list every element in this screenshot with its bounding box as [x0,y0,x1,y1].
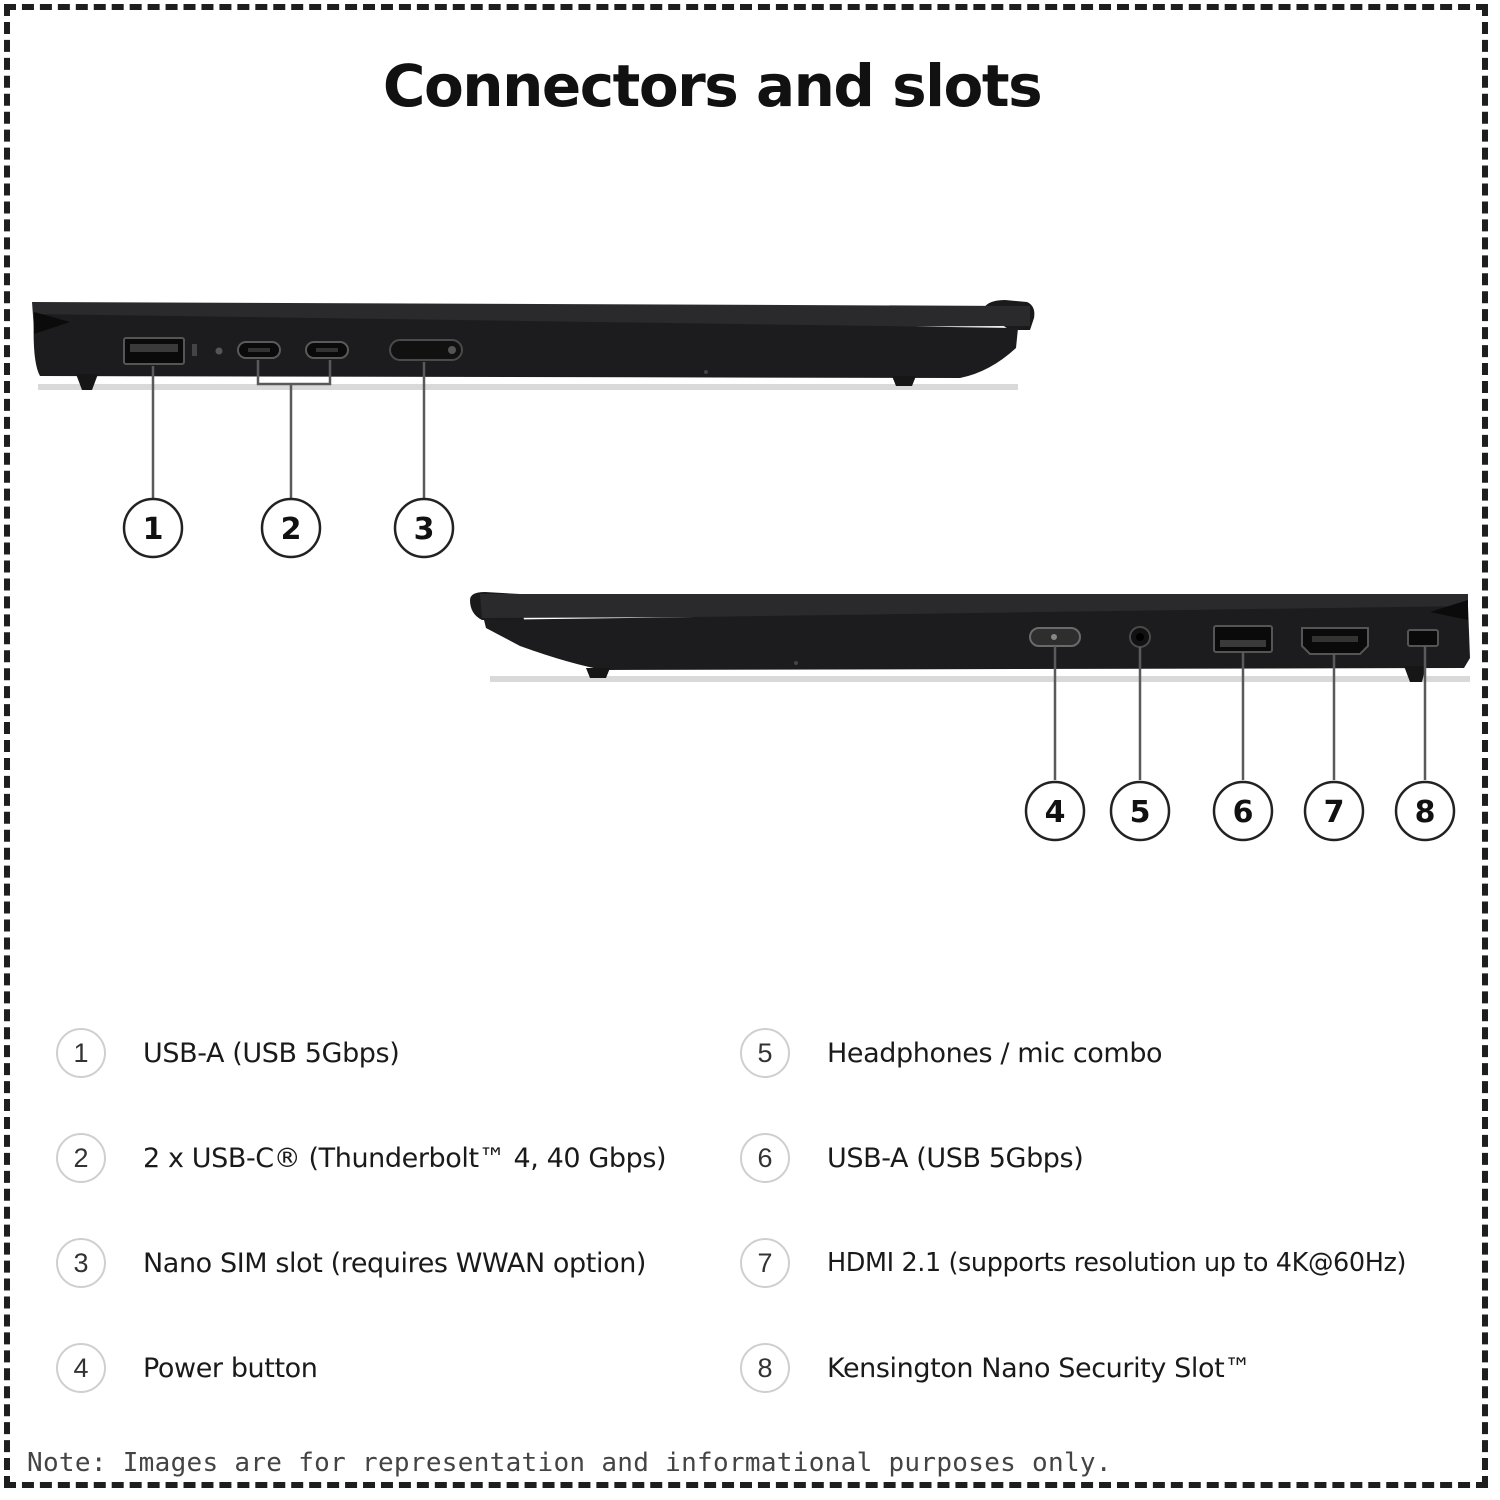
legend-item: 4 Power button [56,1341,318,1395]
legend-label: HDMI 2.1 (supports resolution up to 4K@6… [827,1248,1406,1278]
svg-text:8: 8 [1415,795,1436,830]
kensington-slot-icon [1407,629,1439,647]
callout-badge-1: 1 [122,497,184,559]
legend-item: 6 USB-A (USB 5Gbps) [740,1131,1084,1185]
usb-c-port-icon [237,341,281,359]
dashed-frame [4,4,1488,1488]
callout-badge-5: 5 [1109,780,1171,842]
svg-text:6: 6 [1233,795,1254,830]
legend-number-badge: 3 [56,1238,106,1288]
callout-badge-7: 7 [1303,780,1365,842]
legend-number-badge: 1 [56,1028,106,1078]
legend-number-badge: 7 [740,1238,790,1288]
legend-label: Power button [143,1352,318,1384]
usb-c-port-icon [305,341,349,359]
callout-badge-6: 6 [1212,780,1274,842]
svg-text:5: 5 [1130,795,1151,830]
legend-item: 5 Headphones / mic combo [740,1026,1163,1080]
callout-badge-3: 3 [393,497,455,559]
legend-number-badge: 5 [740,1028,790,1078]
usb-a-port-icon [123,337,185,365]
svg-text:3: 3 [414,512,435,547]
legend-number-badge: 8 [740,1343,790,1393]
callout-badge-2: 2 [260,497,322,559]
svg-text:1: 1 [143,512,164,547]
laptop-right-side-view [470,592,1470,682]
legend-label: Headphones / mic combo [827,1037,1163,1069]
svg-text:7: 7 [1324,795,1345,830]
legend-number-badge: 6 [740,1133,790,1183]
callout-badge-4: 4 [1024,780,1086,842]
hdmi-port-icon [1301,627,1369,655]
legend-label: Nano SIM slot (requires WWAN option) [143,1247,647,1279]
svg-text:4: 4 [1045,795,1066,830]
legend-item: 8 Kensington Nano Security Slot™ [740,1341,1251,1395]
svg-text:2: 2 [281,512,302,547]
sim-slot-icon [389,339,463,361]
legend-label: 2 x USB-C® (Thunderbolt™ 4, 40 Gbps) [143,1142,667,1174]
legend-label: USB-A (USB 5Gbps) [827,1142,1084,1174]
legend-item: 2 2 x USB-C® (Thunderbolt™ 4, 40 Gbps) [56,1131,667,1185]
laptop-diagram: 1 2 3 [32,300,1470,842]
callout-badge-8: 8 [1394,780,1456,842]
legend-number-badge: 2 [56,1133,106,1183]
legend-number-badge: 4 [56,1343,106,1393]
legend-label: USB-A (USB 5Gbps) [143,1037,400,1069]
callout-lines-bottom [1053,646,1427,780]
audio-jack-icon [1129,626,1151,648]
usb-a-port-icon [1213,625,1273,653]
power-button-icon [1029,627,1081,647]
legend-item: 7 HDMI 2.1 (supports resolution up to 4K… [740,1236,1406,1290]
legend-item: 1 USB-A (USB 5Gbps) [56,1026,400,1080]
legend-label: Kensington Nano Security Slot™ [827,1352,1251,1384]
legend: 1 USB-A (USB 5Gbps) 2 2 x USB-C® (Thunde… [56,1026,1476,1426]
callout-lines-top [151,360,426,498]
disclaimer-note: Note: Images are for representation and … [27,1448,1112,1478]
legend-item: 3 Nano SIM slot (requires WWAN option) [56,1236,646,1290]
page-title: Connectors and slots [382,52,1043,120]
laptop-left-side-view [32,300,1035,390]
